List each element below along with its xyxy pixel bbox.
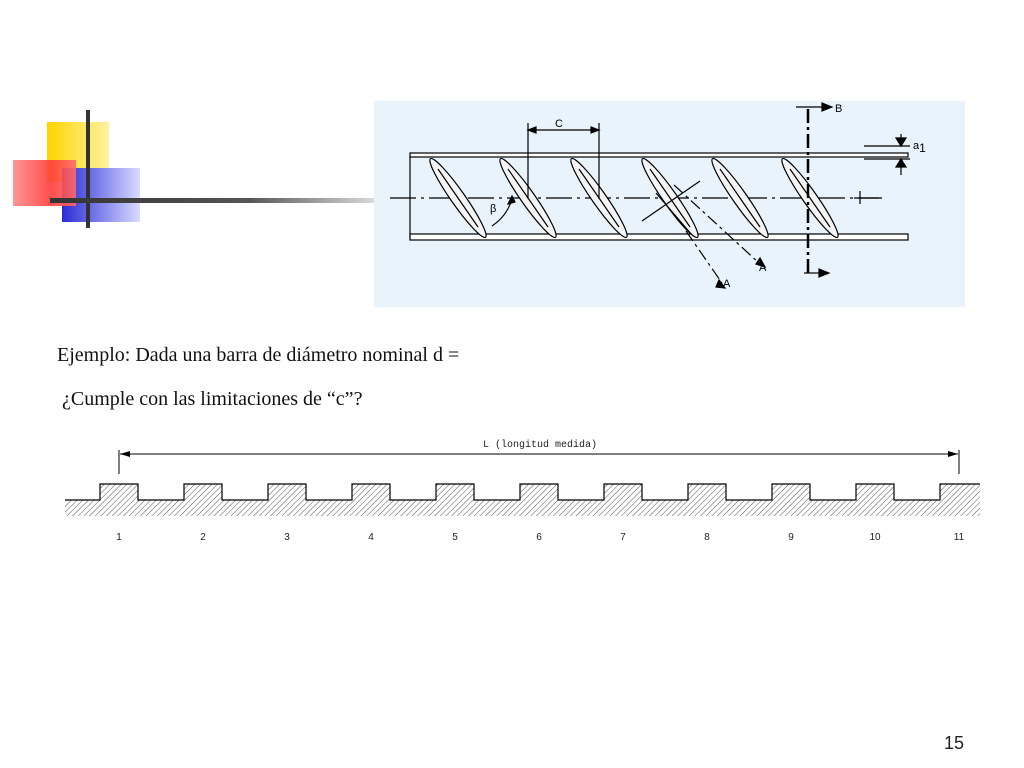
rib-spacing-diagram: L (longitud medida) 1 2 3 4 5 6 7 8 9 10 11: [60, 432, 985, 552]
label-a-upper: A: [759, 262, 767, 274]
rib-8: [688, 484, 726, 500]
rib-number-10: 10: [869, 532, 881, 543]
label-c: C: [555, 118, 563, 130]
rebar-diagram: C β B A A a1: [374, 101, 965, 307]
rib-number-2: 2: [200, 532, 206, 543]
rib-6: [520, 484, 558, 500]
transverse-ribs: [429, 157, 839, 239]
bar-core-hatch: [65, 500, 980, 516]
rib-5: [436, 484, 474, 500]
rib-3: [268, 484, 306, 500]
profile-outline: [65, 483, 980, 501]
rib-9: [772, 484, 810, 500]
horizontal-rule: [50, 198, 380, 203]
rib-number-4: 4: [368, 532, 374, 543]
question-text: ¿Cumple con las limitaciones de “c”?: [62, 388, 363, 410]
rib-profile: [65, 483, 980, 516]
rib-11: [940, 484, 980, 500]
rib-4: [352, 484, 390, 500]
label-a1: a1: [913, 140, 926, 155]
rib-2: [184, 484, 222, 500]
length-label: L (longitud medida): [483, 439, 597, 451]
rib-10: [856, 484, 894, 500]
rib-number-9: 9: [788, 532, 794, 543]
label-b-top: B: [835, 103, 842, 115]
label-a-lower: A: [723, 278, 731, 290]
label-beta: β: [490, 203, 496, 215]
rib-number-1: 1: [116, 532, 122, 543]
rib-7: [604, 484, 642, 500]
rib-1: [100, 484, 138, 500]
rib-number-5: 5: [452, 532, 458, 543]
rib-number-6: 6: [536, 532, 542, 543]
example-text: Ejemplo: Dada una barra de diámetro nomi…: [57, 344, 460, 366]
decorative-squares: [13, 110, 380, 228]
rib-number-3: 3: [284, 532, 290, 543]
rib-number-11: 11: [954, 532, 965, 543]
slide-number: 15: [943, 733, 964, 753]
rib-number-7: 7: [620, 532, 626, 543]
vertical-rule: [86, 110, 90, 228]
rib-numbers: 1 2 3 4 5 6 7 8 9 10 11: [116, 532, 964, 543]
rib-number-8: 8: [704, 532, 710, 543]
